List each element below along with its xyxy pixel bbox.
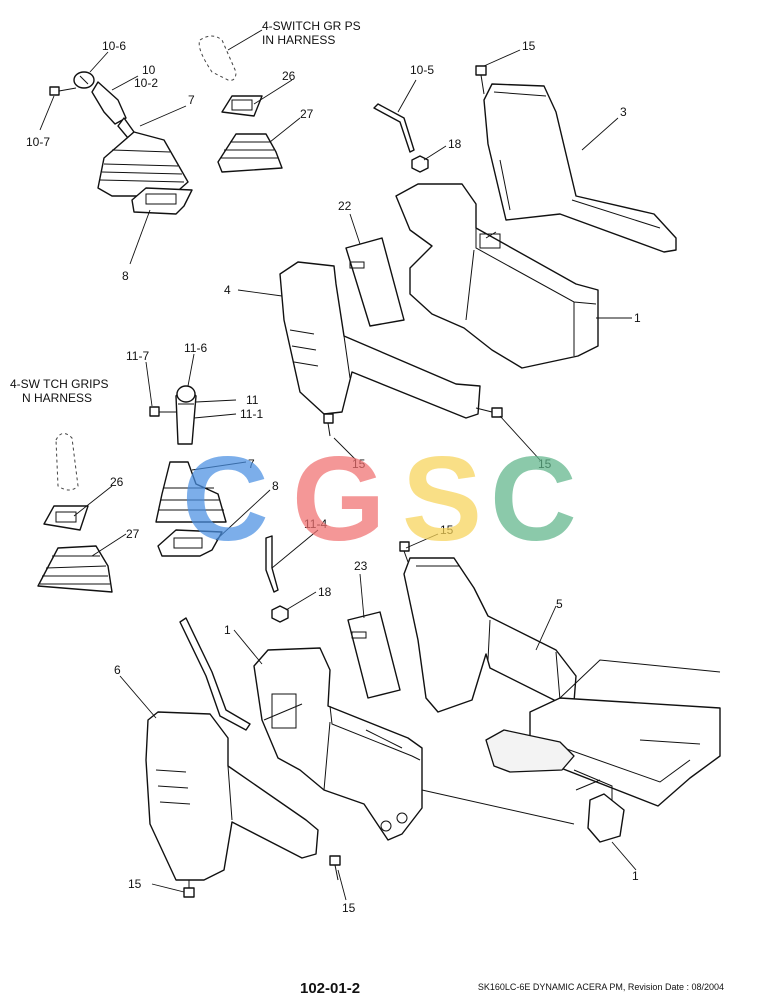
- label-22: 22: [338, 199, 352, 213]
- nut-18-lower: [271, 605, 289, 623]
- nut-18-upper: [411, 155, 429, 173]
- bolt-15-bottom-right: [329, 855, 341, 881]
- label-in-harness-upper: IN HARNESS: [262, 33, 335, 47]
- label-23: 23: [354, 559, 368, 573]
- leader-lines: [39, 29, 637, 901]
- plate-8-upper: [131, 187, 193, 215]
- watermark-letter-g: G: [292, 432, 385, 566]
- panel-22: [345, 237, 405, 327]
- watermark-letter-c1: C: [182, 432, 269, 566]
- label-27-upper: 27: [300, 107, 314, 121]
- label-4-switch-grips-lower: 4-SW TCH GRIPS: [10, 377, 108, 391]
- panel-23: [347, 611, 401, 699]
- label-11: 11: [246, 393, 259, 407]
- bolt-15-bottom-left: [183, 880, 195, 898]
- boot-27-lower-left: [37, 545, 113, 593]
- label-1-lower: 1: [224, 623, 231, 637]
- label-10-2: 10-2: [134, 76, 158, 90]
- bolt-11-7: [149, 406, 176, 417]
- watermark-letter-s: S: [402, 432, 482, 566]
- label-18-upper: 18: [448, 137, 462, 151]
- grip-in-harness-upper: [198, 35, 237, 81]
- frame-linkage: [421, 659, 721, 843]
- label-26-upper: 26: [282, 69, 296, 83]
- label-8-upper: 8: [122, 269, 129, 283]
- console-1-lower: [253, 647, 423, 841]
- label-26-lower: 26: [110, 475, 124, 489]
- label-3: 3: [620, 105, 627, 119]
- console-1-upper: [395, 183, 599, 369]
- label-27-lower: 27: [126, 527, 140, 541]
- rod-11-4: [265, 535, 279, 593]
- label-4: 4: [224, 283, 231, 297]
- bolt-15-mid-right: [475, 407, 503, 418]
- callout-labels: 10-6 10 10-2 10-7 7 26 27 8 4-SWITCH GR …: [10, 19, 641, 915]
- watermark-letter-c2: C: [490, 432, 577, 566]
- label-8-lower: 8: [272, 479, 279, 493]
- cover-26-upper: [221, 95, 263, 117]
- bolt-15-mid-left: [323, 413, 334, 437]
- grip-in-harness-lower: [55, 433, 79, 491]
- bolt-10-7: [49, 86, 77, 96]
- boot-7-lower: [155, 461, 227, 523]
- label-15-mid-left: 15: [352, 457, 366, 471]
- panel-4: [279, 261, 481, 419]
- plate-8-lower: [157, 529, 223, 557]
- label-4-switch-grips-upper: 4-SWITCH GR PS: [262, 19, 361, 33]
- bolt-15-top: [475, 65, 487, 95]
- panel-3: [483, 83, 677, 253]
- label-10: 10: [142, 63, 156, 77]
- label-7-lower: 7: [248, 457, 255, 471]
- label-15-bottom-left: 15: [128, 877, 142, 891]
- label-18-lower: 18: [318, 585, 332, 599]
- label-10-6: 10-6: [102, 39, 126, 53]
- label-1-bottom: 1: [632, 869, 639, 883]
- lever-grip-10: [73, 71, 135, 139]
- label-6: 6: [114, 663, 121, 677]
- lever-rod-10-5: [373, 103, 415, 153]
- revision-note: SK160LC-6E DYNAMIC ACERA PM, Revision Da…: [477, 982, 724, 992]
- page-code: 102-01-2: [300, 980, 361, 997]
- label-1-upper: 1: [634, 311, 641, 325]
- label-15-top: 15: [522, 39, 536, 53]
- label-11-7: 11-7: [126, 349, 149, 363]
- lever-grip-11: [175, 385, 197, 445]
- boot-27-upper-right: [217, 133, 283, 173]
- label-15-mid-right: 15: [538, 457, 552, 471]
- cover-26-lower: [43, 505, 89, 531]
- boot-27-left-upper: [97, 131, 189, 197]
- label-11-1: 11-1: [240, 407, 263, 421]
- label-10-7: 10-7: [26, 135, 50, 149]
- watermark-cgsc: C G S C: [182, 432, 577, 566]
- label-11-6: 11-6: [184, 341, 207, 355]
- label-in-harness-lower: N HARNESS: [22, 391, 92, 405]
- label-10-5: 10-5: [410, 63, 434, 77]
- label-15-right: 15: [440, 523, 454, 537]
- label-7-upper: 7: [188, 93, 195, 107]
- label-5: 5: [556, 597, 563, 611]
- panel-5: [403, 557, 577, 713]
- label-11-4: 11-4: [304, 517, 327, 531]
- label-15-bottom-right: 15: [342, 901, 356, 915]
- panel-6: [145, 711, 319, 881]
- control-lever-lower: [179, 617, 251, 731]
